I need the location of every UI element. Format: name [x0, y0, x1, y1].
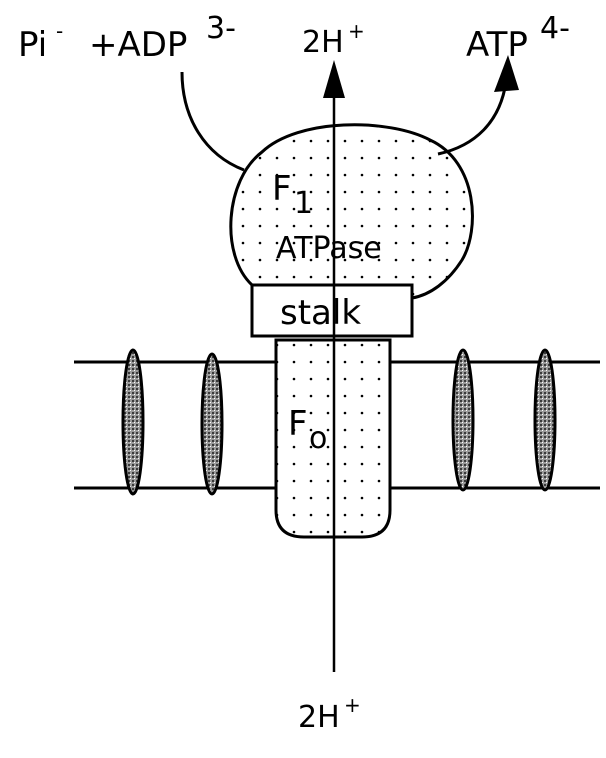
f1-name-label: ATPase — [276, 231, 382, 266]
proton-bottom-label: 2H — [298, 700, 340, 735]
membrane-protein — [451, 348, 475, 492]
membrane-protein — [200, 352, 224, 496]
reactant-adp-label: +ADP — [89, 25, 187, 65]
product-atp-label: ATP — [466, 25, 528, 65]
product-atp-charge: 4- — [540, 11, 570, 46]
product-curve — [437, 81, 508, 156]
reactant-pi-charge: - — [56, 19, 63, 43]
fo-subscript: o — [309, 421, 327, 456]
membrane-protein — [533, 348, 557, 492]
stalk-label: stalk — [280, 293, 361, 333]
proton-top-charge: + — [348, 19, 365, 43]
reactant-adp-charge: 3- — [206, 11, 236, 46]
reactant-curve — [180, 71, 245, 172]
f1-label: F — [272, 169, 292, 209]
stalk-box — [250, 283, 414, 338]
proton-arrowhead-icon — [323, 60, 345, 98]
fo-label: F — [288, 404, 308, 444]
reactant-pi-label: Pi — [18, 25, 47, 65]
proton-top-label: 2H — [302, 25, 344, 60]
product-arrowhead-icon — [494, 55, 519, 92]
proton-bottom-charge: + — [344, 693, 361, 717]
f1-subscript: 1 — [294, 186, 313, 221]
membrane-protein — [121, 348, 145, 496]
